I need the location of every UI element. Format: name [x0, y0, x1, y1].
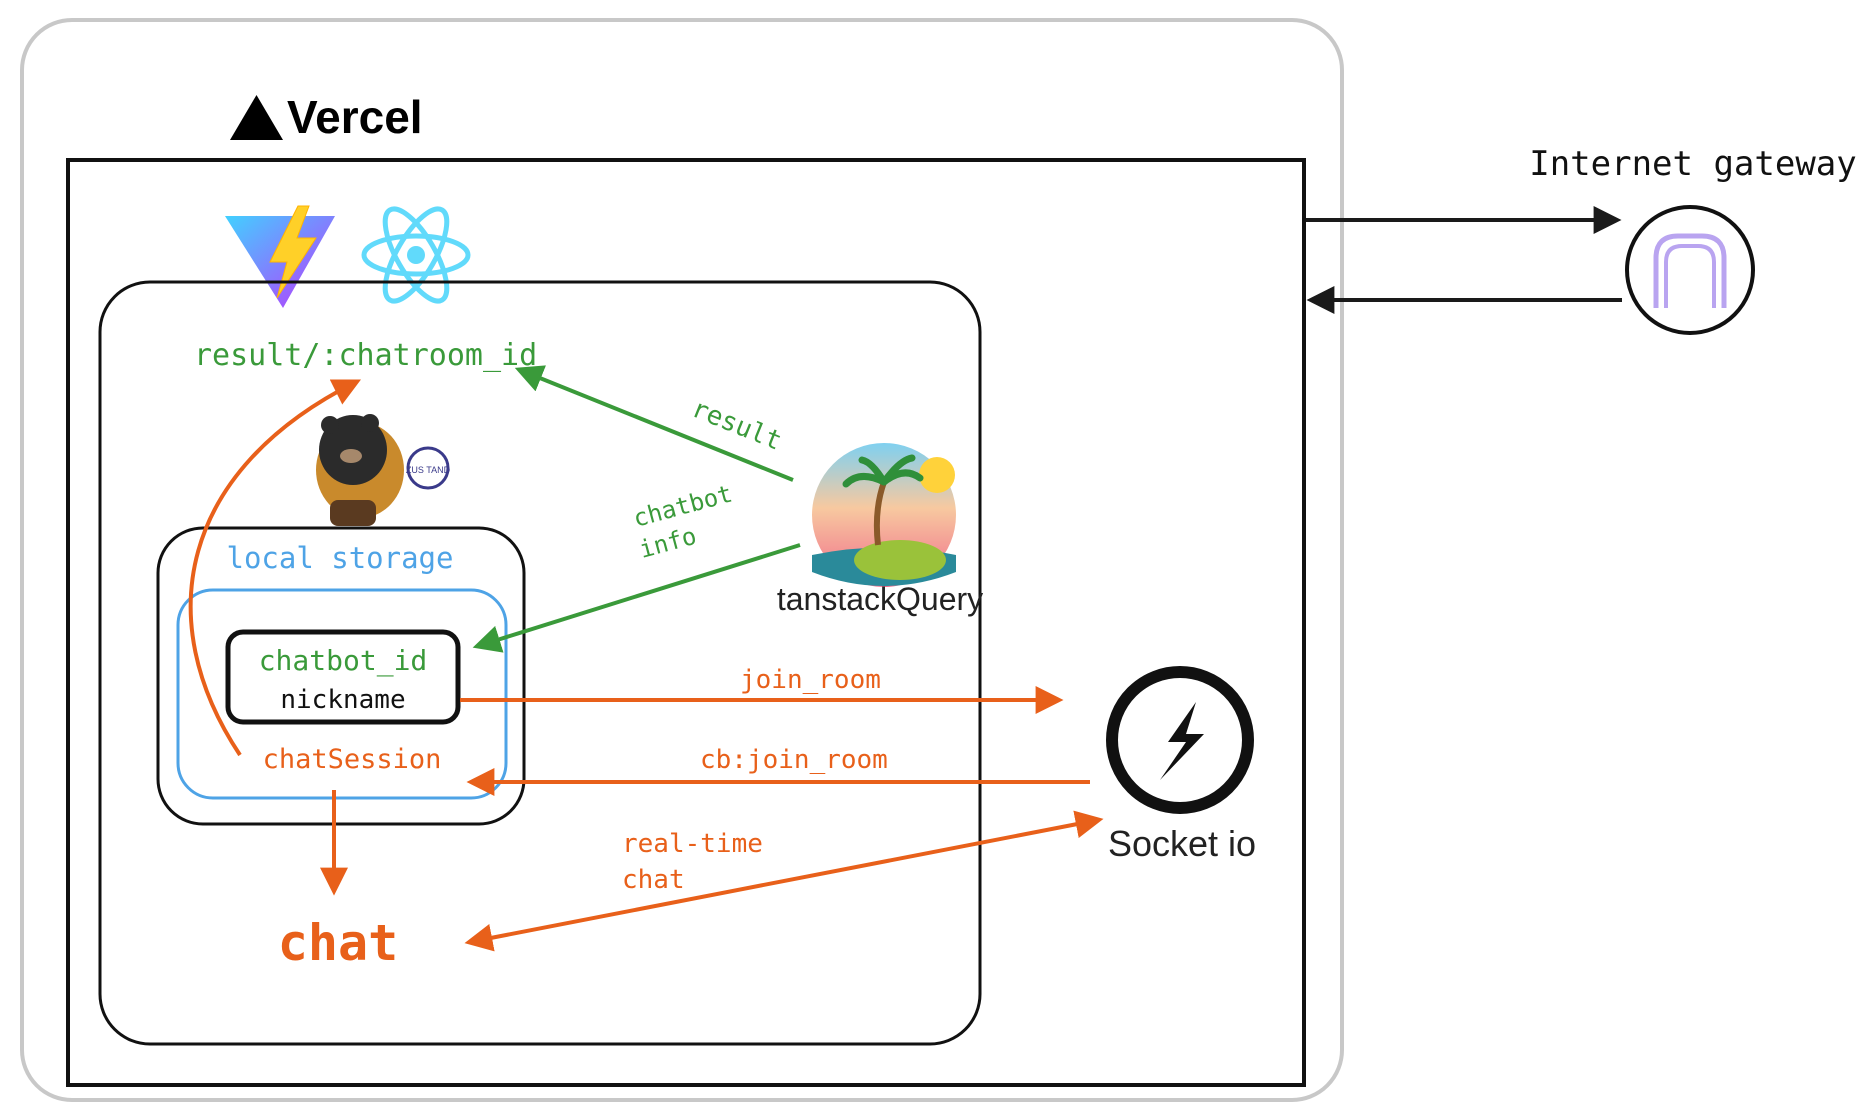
- vercel-triangle-icon: [230, 95, 283, 140]
- vercel-logo: Vercel: [230, 91, 423, 143]
- arrow-realtime-chat: [464, 810, 1104, 952]
- zustand-badge-text: ZUS TAND: [406, 465, 451, 475]
- vite-icon: [225, 205, 335, 308]
- edge-label-join-room: join_room: [740, 665, 881, 695]
- arrow-session-to-result: [188, 379, 362, 757]
- vercel-box: [66, 158, 1306, 1087]
- local-storage-label: local storage: [227, 541, 454, 575]
- edge-label-cb-join-room: cb:join_room: [700, 745, 888, 775]
- route-chat: chat: [278, 914, 398, 972]
- arrow-chatbot-info: [472, 543, 801, 653]
- tanstack-label: tanstackQuery: [777, 581, 983, 617]
- arrow-result: [514, 365, 794, 482]
- tanstack-query-icon: [812, 443, 956, 587]
- app-container: [98, 280, 982, 1046]
- react-icon: [361, 206, 471, 304]
- nickname-label: nickname: [280, 685, 405, 715]
- socket-io-label: Socket io: [1108, 823, 1256, 864]
- zustand-bear-icon: ZUS TAND: [316, 414, 451, 526]
- chat-session-label: chatSession: [263, 744, 442, 775]
- vercel-logo-text: Vercel: [287, 91, 423, 143]
- socket-io-icon: [1106, 666, 1254, 814]
- outer-frame: [20, 18, 1344, 1102]
- route-result: result/:chatroom_id: [194, 338, 537, 373]
- internet-gateway-icon: [1625, 205, 1755, 335]
- session-box: [176, 588, 508, 800]
- internet-gateway-label: Internet gateway: [1529, 144, 1857, 184]
- chatbot-id-label: chatbot_id: [259, 644, 428, 678]
- chatbot-id-box: [225, 629, 461, 725]
- edge-label-realtime: real-time: [622, 829, 763, 859]
- local-storage-box: [156, 526, 526, 826]
- edge-label-realtime-chat: chat: [622, 865, 685, 895]
